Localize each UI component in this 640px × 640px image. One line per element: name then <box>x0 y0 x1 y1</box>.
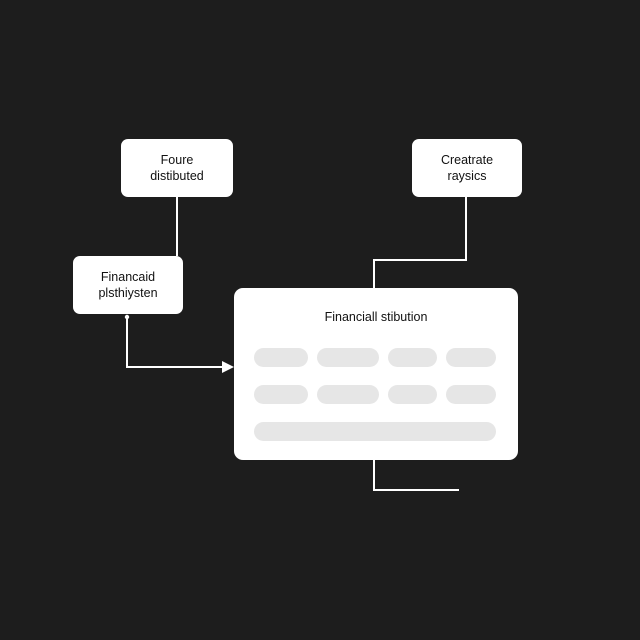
placeholder-bar <box>446 348 496 367</box>
placeholder-bar <box>388 385 437 404</box>
placeholder-bar-wide <box>254 422 496 441</box>
node-top-right-line1: Creatrate <box>440 153 494 167</box>
node-top-right-line2: raysics <box>447 169 487 183</box>
placeholder-bar <box>254 348 308 367</box>
node-top-left-line2: distibuted <box>150 169 204 183</box>
main-panel-node[interactable]: Financiall stibution <box>234 288 518 460</box>
connector-panel-out <box>373 460 459 491</box>
node-middle-left-line1: Financaid <box>100 270 156 284</box>
node-top-left-line1: Foure <box>160 153 194 167</box>
node-middle-left-line2: plsthiysten <box>98 286 158 300</box>
connector-middle-left-to-panel <box>126 316 234 373</box>
connector-top-right-to-panel <box>373 197 467 288</box>
node-middle-left[interactable]: Financaid plsthiysten <box>73 256 183 314</box>
placeholder-bar <box>254 385 308 404</box>
node-top-right[interactable]: Creatrate raysics <box>412 139 522 197</box>
placeholder-bar <box>317 348 379 367</box>
node-top-left[interactable]: Foure distibuted <box>121 139 233 197</box>
placeholder-bar <box>388 348 437 367</box>
placeholder-bar <box>446 385 496 404</box>
placeholder-bar <box>317 385 379 404</box>
panel-title: Financiall stibution <box>324 310 428 324</box>
connector-start-dot <box>124 314 130 320</box>
